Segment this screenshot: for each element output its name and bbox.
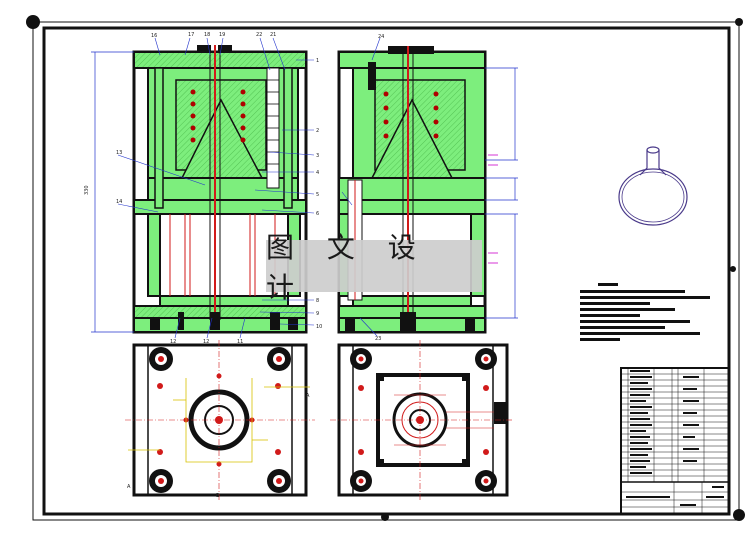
svg-text:A: A (127, 484, 131, 490)
svg-text:12: 12 (203, 339, 209, 345)
title-block-text-lines (626, 370, 724, 506)
svg-text:18: 18 (204, 32, 210, 38)
svg-text:4: 4 (316, 170, 319, 176)
fixed-half-plan-view (330, 340, 512, 500)
corner-mark (733, 509, 745, 521)
svg-text:24: 24 (378, 34, 384, 40)
svg-text:19: 19 (219, 32, 225, 38)
bottle-cap-part-icon (618, 146, 688, 226)
svg-text:12: 12 (170, 339, 176, 345)
corner-mark (26, 15, 40, 29)
watermark: 图 文 设 计 (266, 231, 482, 304)
moving-half-plan-view: A A B (125, 340, 315, 500)
svg-text:B: B (216, 493, 220, 499)
svg-text:11: 11 (237, 339, 243, 345)
svg-text:16: 16 (151, 33, 157, 39)
corner-mark (381, 513, 389, 521)
technical-notes (580, 283, 710, 341)
title-block (620, 367, 730, 515)
svg-text:14: 14 (116, 199, 122, 205)
svg-text:330: 330 (84, 185, 90, 195)
svg-text:6: 6 (316, 211, 319, 217)
corner-mark (735, 18, 743, 26)
svg-text:21: 21 (270, 32, 276, 38)
svg-text:13: 13 (116, 150, 122, 156)
svg-text:3: 3 (316, 153, 319, 159)
corner-mark (730, 266, 736, 272)
svg-text:23: 23 (375, 336, 381, 342)
svg-text:8: 8 (316, 298, 319, 304)
svg-text:2: 2 (316, 128, 319, 134)
svg-text:1: 1 (316, 58, 319, 64)
svg-text:9: 9 (316, 311, 319, 317)
svg-text:10: 10 (316, 324, 322, 330)
callout-leaders (117, 37, 315, 339)
svg-text:17: 17 (188, 32, 194, 38)
svg-text:22: 22 (256, 32, 262, 38)
svg-text:5: 5 (316, 192, 319, 198)
svg-text:A: A (306, 393, 310, 399)
